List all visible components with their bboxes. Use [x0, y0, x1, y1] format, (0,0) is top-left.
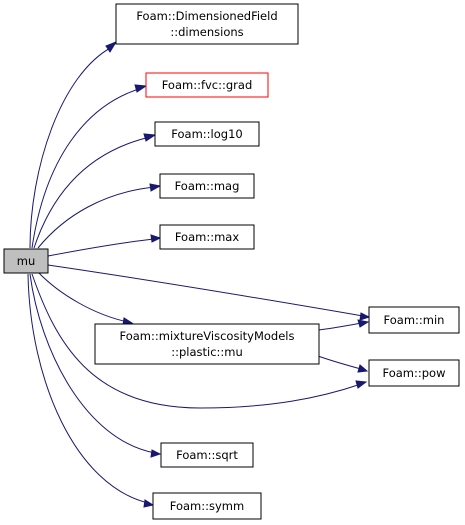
node-max-box [159, 224, 255, 250]
node-root-mu-box [3, 248, 49, 274]
node-dimensions-label-1: Foam::DimensionedField [136, 9, 277, 23]
edge-mu-sqrt [29, 273, 156, 454]
edge-mu-log10-arrow [143, 133, 157, 142]
edge-mu-plastic [37, 271, 129, 323]
node-plastic-mu-label-2: ::plastic::mu [171, 345, 243, 359]
edge-plastic-pow [317, 355, 362, 370]
node-symm-label: Foam::symm [170, 499, 244, 513]
node-pow-label: Foam::pow [383, 366, 446, 380]
edge-plastic-pow-arrow [357, 364, 369, 373]
edge-mu-mag-arrow [149, 183, 162, 192]
node-log10-box [154, 121, 260, 147]
edge-mu-symm-arrow [143, 499, 155, 508]
node-symm-box [152, 492, 262, 520]
node-plastic-mu-box [94, 323, 320, 365]
node-sqrt-box [160, 442, 254, 468]
node-pow-box [368, 359, 460, 387]
node-min-box [368, 306, 460, 334]
node-min-label: Foam::min [384, 313, 445, 327]
node-root-mu-label: mu [17, 254, 36, 268]
edge-mu-sqrt-arrow [150, 449, 162, 458]
node-mag-label: Foam::mag [175, 179, 240, 193]
node-mag-box [159, 173, 255, 199]
edge-mu-max [47, 238, 156, 257]
node-root-mu[interactable]: mu [3, 248, 49, 274]
edge-mu-grad [31, 87, 143, 249]
node-log10-label: Foam::log10 [171, 127, 242, 141]
node-plastic-mu[interactable]: Foam::mixtureViscosityModels ::plastic::… [94, 323, 320, 365]
node-max[interactable]: Foam::max [159, 224, 255, 250]
edge-mu-max-arrow [150, 234, 162, 243]
node-min[interactable]: Foam::min [368, 306, 460, 334]
edge-mu-mag [37, 186, 156, 249]
edge-plastic-min-arrow [357, 319, 370, 328]
edge-plastic-min [317, 322, 363, 331]
edges [27, 40, 371, 508]
node-sqrt[interactable]: Foam::sqrt [160, 442, 254, 468]
node-dimensions-box [115, 3, 299, 45]
node-grad[interactable]: Foam::fvc::grad [145, 72, 269, 98]
node-mag[interactable]: Foam::mag [159, 173, 255, 199]
edge-mu-pow [31, 273, 362, 409]
edge-mu-min-arrow [359, 312, 371, 321]
node-plastic-mu-label-1: Foam::mixtureViscosityModels [120, 329, 295, 343]
edge-mu-symm [27, 273, 149, 504]
node-dimensions-label-2: ::dimensions [170, 25, 243, 39]
node-log10[interactable]: Foam::log10 [154, 121, 260, 147]
node-sqrt-label: Foam::sqrt [176, 448, 238, 462]
edge-mu-grad-arrow [134, 84, 148, 93]
edge-mu-min [47, 264, 364, 317]
node-symm[interactable]: Foam::symm [152, 492, 262, 520]
node-max-label: Foam::max [175, 230, 239, 244]
edge-mu-dimensions [29, 46, 113, 249]
node-pow[interactable]: Foam::pow [368, 359, 460, 387]
edge-mu-dimensions-arrow [105, 40, 118, 53]
node-grad-box [145, 72, 269, 98]
edge-mu-log10 [33, 136, 151, 249]
node-dimensions[interactable]: Foam::DimensionedField ::dimensions [115, 3, 299, 45]
node-grad-label: Foam::fvc::grad [162, 78, 253, 92]
edge-mu-pow-arrow [355, 380, 368, 389]
